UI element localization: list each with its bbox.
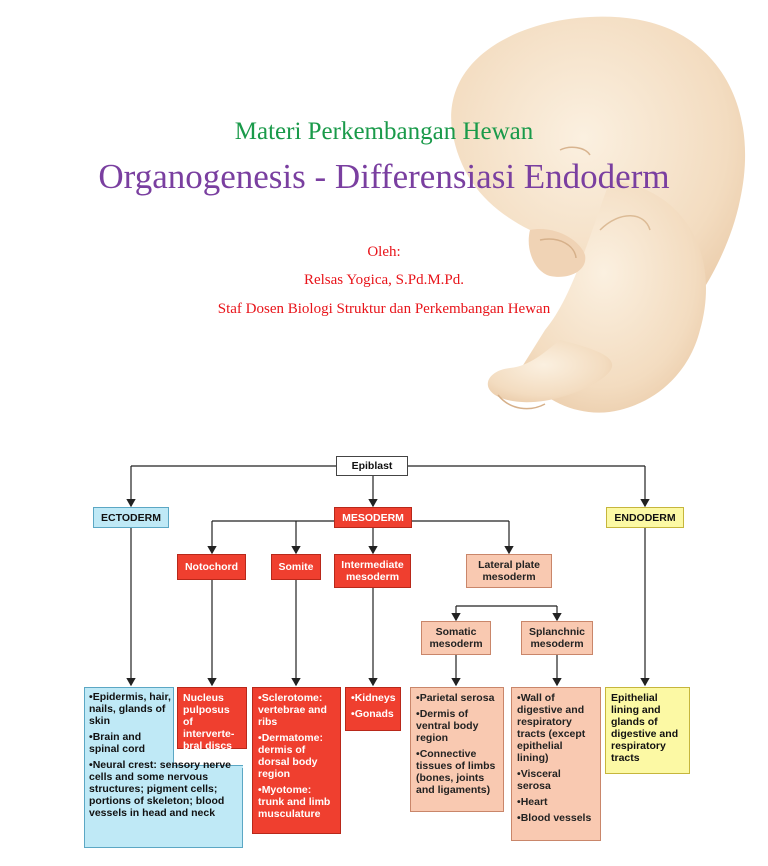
endoderm-item: Epithelial lining and glands of digestiv… xyxy=(611,692,679,764)
splanchnic-mesoderm-node: Splanchnic mesoderm xyxy=(521,621,593,655)
somatic-item: Parietal serosa xyxy=(416,692,498,704)
somatic-item: Dermis of ventral body region xyxy=(416,708,498,744)
lateral-plate-mesoderm-node: Lateral plate mesoderm xyxy=(466,554,552,588)
ectoderm-item: Epidermis, hair, nails, glands of skin xyxy=(89,691,171,727)
notochord-item: Nucleus pulposus of interverte-bral disc… xyxy=(183,692,235,752)
splanchnic-item: Blood vessels xyxy=(517,812,595,824)
epiblast-node: Epiblast xyxy=(336,456,408,476)
embryo-illustration xyxy=(451,16,746,413)
by-label: Oleh: xyxy=(367,244,401,260)
somite-item: Dermatome: dermis of dorsal body region xyxy=(258,732,335,780)
intermediate-mesoderm-node: Intermediate mesoderm xyxy=(334,554,411,588)
intermediate-item: Gonads xyxy=(351,708,395,720)
ectoderm-node: ECTODERM xyxy=(93,507,169,528)
intermediate-derivatives: Kidneys Gonads xyxy=(345,687,401,731)
author-name: Relsas Yogica, S.Pd.M.Pd. xyxy=(303,272,465,288)
somatic-item: Connective tissues of limbs (bones, join… xyxy=(416,748,498,796)
author-affiliation: Staf Dosen Biologi Struktur dan Perkemba… xyxy=(217,301,551,317)
ectoderm-item: Neural crest: sensory nerve cells and so… xyxy=(89,759,238,819)
somite-item: Sclerotome: vertebrae and ribs xyxy=(258,692,335,728)
mesoderm-node: MESODERM xyxy=(334,507,412,528)
somite-derivatives: Sclerotome: vertebrae and ribs Dermatome… xyxy=(252,687,341,834)
splanchnic-item: Wall of digestive and respiratory tracts… xyxy=(517,692,595,764)
slide-subtitle: Materi Perkembangan Hewan xyxy=(234,118,534,145)
somite-item: Myotome: trunk and limb musculature xyxy=(258,784,335,820)
slide-title: Organogenesis - Differensiasi Endoderm xyxy=(98,157,670,196)
somite-node: Somite xyxy=(271,554,321,580)
endoderm-node: ENDODERM xyxy=(606,507,684,528)
ectoderm-item: Brain and spinal cord xyxy=(89,731,171,755)
somatic-derivatives: Parietal serosa Dermis of ventral body r… xyxy=(410,687,504,812)
endoderm-derivatives: Epithelial lining and glands of digestiv… xyxy=(605,687,690,774)
splanchnic-item: Visceral serosa xyxy=(517,768,595,792)
ectoderm-derivatives-list: Epidermis, hair, nails, glands of skin B… xyxy=(84,687,243,827)
intermediate-item: Kidneys xyxy=(351,692,396,704)
splanchnic-item: Heart xyxy=(517,796,595,808)
somatic-mesoderm-node: Somatic mesoderm xyxy=(421,621,491,655)
notochord-derivatives: Nucleus pulposus of interverte-bral disc… xyxy=(177,687,247,752)
notochord-node: Notochord xyxy=(177,554,246,580)
splanchnic-derivatives: Wall of digestive and respiratory tracts… xyxy=(511,687,601,841)
